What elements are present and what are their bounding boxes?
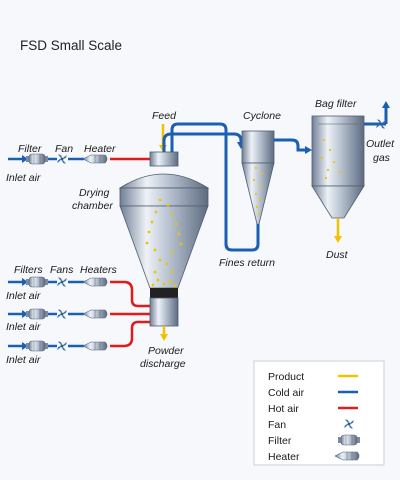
cold-air-pipe — [162, 132, 243, 152]
cyclone — [241, 130, 275, 225]
arrow-right-icon — [22, 310, 28, 318]
fluid-bed — [149, 297, 179, 327]
arrow-down-icon — [160, 334, 168, 341]
legend: Product Cold air Hot air Fan Filter Heat… — [253, 360, 385, 466]
cyclone-body — [241, 130, 275, 164]
legend-item-hot-air: Hot air — [268, 403, 358, 415]
fan-icon — [57, 154, 67, 164]
powder-label: Powder — [148, 345, 184, 357]
arrow-right-icon — [305, 146, 312, 154]
svg-text:Hot air: Hot air — [268, 403, 299, 415]
heater-icon — [82, 341, 108, 351]
fan-icon — [57, 341, 67, 351]
cold-air-pipe — [170, 122, 260, 252]
heater-label: Heater — [84, 143, 116, 155]
svg-text:Heater: Heater — [268, 451, 300, 463]
chamber-label: chamber — [72, 200, 113, 212]
inlet-air-label: Inlet air — [6, 321, 41, 333]
page-title: FSD Small Scale — [20, 38, 123, 53]
filter-icon — [26, 308, 48, 320]
fluid-bed-plate — [150, 288, 178, 298]
legend-item-product: Product — [268, 371, 358, 383]
cyclone-cone — [241, 162, 275, 225]
drying-label: Drying — [79, 187, 110, 199]
arrow-right-icon — [22, 278, 28, 286]
gas-label: gas — [373, 152, 391, 164]
hot-air-pipe — [110, 320, 150, 348]
chamber-roof — [118, 173, 210, 189]
heater-icon — [82, 277, 108, 287]
feed-label: Feed — [152, 110, 177, 122]
heater-icon — [82, 154, 108, 164]
cyclone-label: Cyclone — [243, 110, 281, 122]
fans-label: Fans — [50, 264, 74, 276]
cyclone-outlet-duct — [274, 138, 312, 154]
legend-item-cold-air: Cold air — [268, 387, 358, 399]
outlet-label: Outlet — [366, 138, 395, 150]
filter-icon — [26, 276, 48, 288]
arrow-up-icon — [382, 101, 390, 108]
fan-icon — [57, 309, 67, 319]
filter-icon — [338, 434, 360, 446]
svg-text:Fan: Fan — [268, 419, 286, 431]
svg-text:Cold air: Cold air — [268, 387, 305, 399]
fines-return-label: Fines return — [219, 257, 275, 269]
drying-chamber — [118, 151, 210, 341]
inlet-air-label: Inlet air — [6, 290, 41, 302]
legend-item-filter: Filter — [268, 434, 360, 447]
filter-label: Filter — [18, 143, 42, 155]
bag-filter-label: Bag filter — [315, 98, 357, 110]
bag-filter-body — [311, 115, 365, 187]
discharge-label: discharge — [140, 358, 186, 370]
inlet-air-label: Inlet air — [6, 354, 41, 366]
svg-text:Filter: Filter — [268, 435, 292, 447]
filter-icon — [26, 153, 48, 165]
arrow-right-icon — [22, 155, 28, 163]
arrow-down-icon — [334, 236, 342, 243]
filter-icon — [26, 340, 48, 352]
bag-filter — [311, 101, 390, 243]
chamber-cylinder — [119, 187, 209, 207]
dust-label: Dust — [326, 249, 349, 261]
legend-item-heater: Heater — [268, 451, 360, 463]
hot-air-pipe — [110, 280, 150, 308]
exhaust-duct — [162, 132, 245, 152]
air-disperser — [149, 151, 179, 167]
bag-filter-hopper — [311, 185, 365, 219]
inlet-air-label: Inlet air — [6, 172, 41, 184]
svg-text:Product: Product — [268, 371, 304, 383]
legend-box — [253, 360, 385, 466]
lower-inlet-lines — [8, 276, 150, 352]
fan-label: Fan — [55, 143, 73, 155]
spray-particles — [145, 198, 183, 288]
heater-icon — [82, 309, 108, 319]
top-inlet-line — [8, 153, 156, 165]
fan-icon — [57, 277, 67, 287]
filters-label: Filters — [14, 264, 43, 276]
arrow-right-icon — [22, 342, 28, 350]
legend-item-fan: Fan — [268, 419, 354, 431]
fines-return-line — [170, 122, 260, 252]
cold-air-pipe — [274, 138, 307, 152]
heaters-label: Heaters — [80, 264, 118, 276]
chamber-cone — [119, 205, 209, 289]
